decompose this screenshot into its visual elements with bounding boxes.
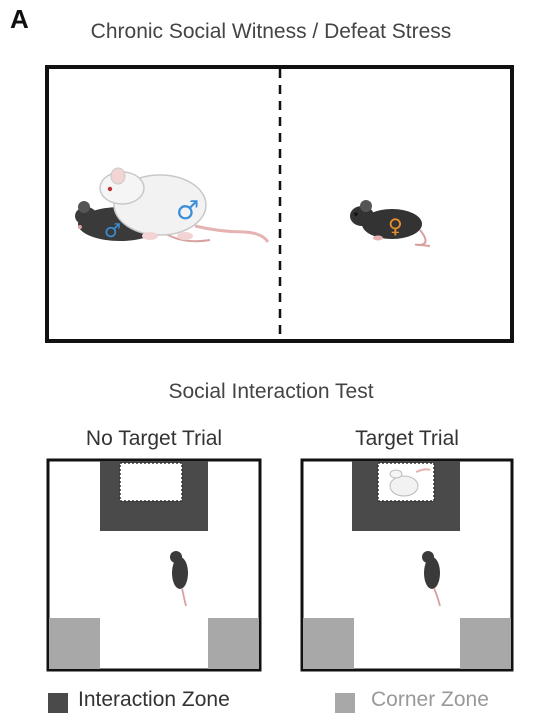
empty-enclosure [119, 462, 183, 502]
no-target-corner-zone-left [49, 618, 100, 669]
defeat-arena [45, 65, 514, 343]
stress-paradigm-title: Chronic Social Witness / Defeat Stress [90, 20, 452, 43]
target-corner-zone-right [460, 618, 511, 669]
female-symbol: ♀ [388, 214, 403, 238]
social-interaction-title: Social Interaction Test [168, 380, 374, 403]
corner-zone-legend: Corner Zone [371, 688, 489, 711]
no-target-trial-label: No Target Trial [85, 427, 223, 450]
panel-letter: A [10, 4, 29, 34]
no-target-test-mouse [170, 551, 188, 607]
rat-male-symbol: ♂ [176, 196, 199, 226]
target-test-mouse [422, 551, 441, 607]
target-corner-zone-left [303, 618, 354, 669]
interaction-zone-legend: Interaction Zone [78, 688, 230, 711]
witness-female-mouse [350, 200, 431, 247]
corner-zone-swatch [335, 693, 355, 713]
no-target-corner-zone-right [208, 618, 259, 669]
enclosed-target-rat [389, 468, 431, 497]
interaction-zone-swatch [48, 693, 68, 713]
target-trial-label: Target Trial [355, 427, 459, 450]
rat-defeating-mouse [75, 167, 270, 243]
mouse-male-symbol: ♂ [104, 220, 121, 242]
